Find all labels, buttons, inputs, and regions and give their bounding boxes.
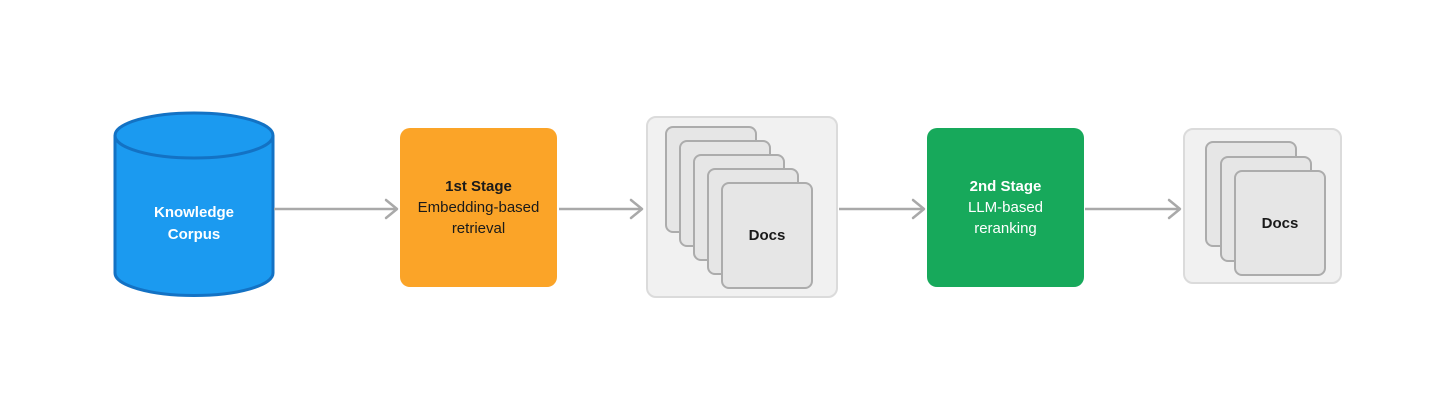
docs-reranked-label: Docs (1261, 214, 1299, 232)
stage1-title: 1st Stage (445, 178, 512, 195)
arrow-stage2-to-docs (1085, 198, 1182, 220)
docs-retrieved-label: Docs (748, 227, 786, 244)
docs-retrieved-stack (648, 118, 836, 296)
doc-card (721, 182, 813, 289)
stage2-box: 2nd Stage LLM-based reranking (927, 128, 1084, 287)
arrow-docs-to-stage2 (839, 198, 926, 220)
stage2-subtitle-line2: reranking (974, 220, 1037, 237)
arrow-corpus-to-stage1 (274, 198, 399, 220)
docs-retrieved-container: Docs (646, 116, 838, 298)
stage1-box: 1st Stage Embedding-based retrieval (400, 128, 557, 287)
knowledge-corpus-label: Knowledge Corpus (113, 202, 275, 246)
docs-reranked-stack (1185, 130, 1340, 282)
arrow-stage1-to-docs (559, 198, 644, 220)
knowledge-corpus-label-line2: Corpus (167, 226, 221, 243)
knowledge-corpus-label-line1: Knowledge (153, 204, 234, 221)
stage2-subtitle-line1: LLM-based (967, 199, 1044, 216)
database-cylinder-icon (113, 111, 275, 297)
doc-card (1234, 170, 1326, 276)
stage2-title: 2nd Stage (969, 178, 1042, 195)
stage1-subtitle-line2: retrieval (451, 220, 506, 237)
docs-reranked-container: Docs (1183, 128, 1342, 284)
stage1-subtitle-line1: Embedding-based (417, 199, 540, 216)
